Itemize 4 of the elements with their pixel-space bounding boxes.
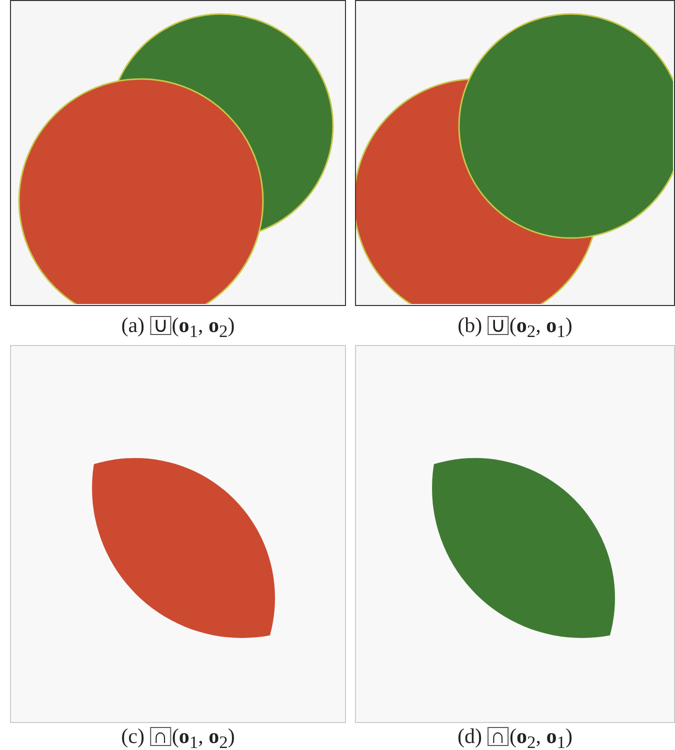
panel-caption: (b) ∪(o$_{2}$, o$_{1}$) bbox=[458, 313, 572, 342]
panel-caption: (d) ∩(o$_{2}$, o$_{1}$) bbox=[458, 724, 572, 750]
panel-caption: (c) ∩(o$_{1}$, o$_{2}$) bbox=[121, 724, 235, 750]
panel-caption: (a) ∪(o$_{1}$, o$_{2}$) bbox=[121, 313, 235, 342]
